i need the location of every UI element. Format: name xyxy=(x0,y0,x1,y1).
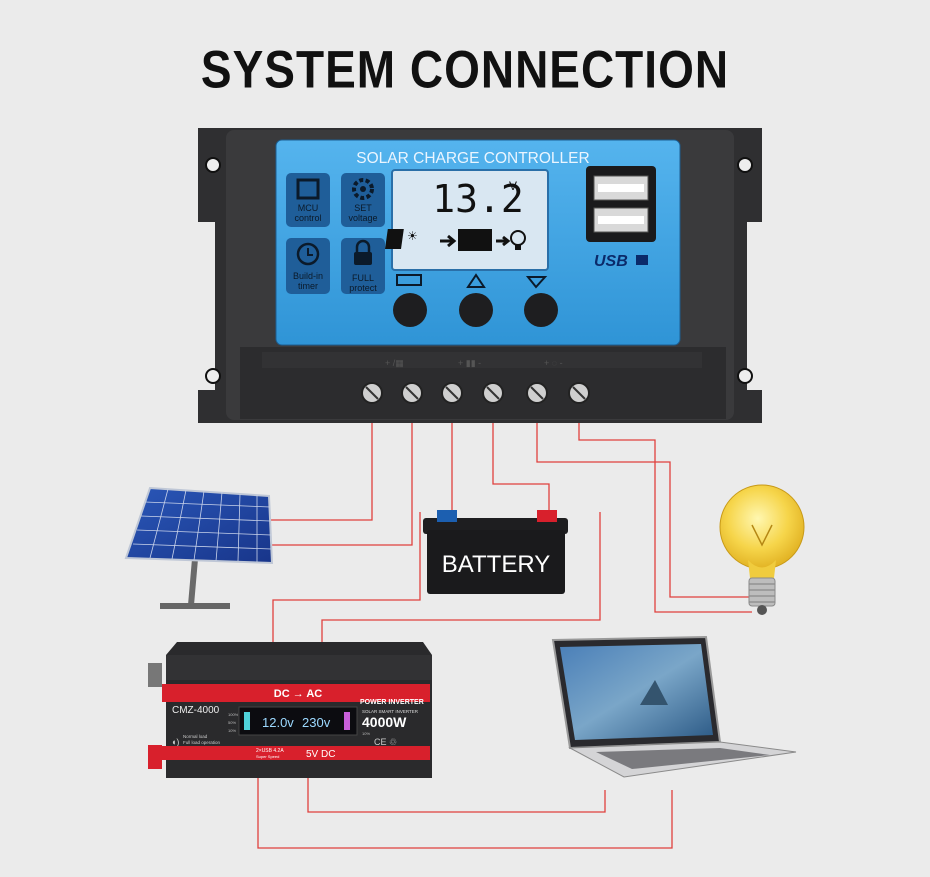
feature-icon-mcu: MCU control xyxy=(286,173,330,227)
solar-panel xyxy=(124,486,274,609)
svg-text:10%: 10% xyxy=(362,731,370,736)
usb-sub: Super Speed xyxy=(256,754,279,759)
mcu-chip-icon xyxy=(296,178,320,200)
battery-lcd-icon xyxy=(458,229,492,251)
wire-laptop-a xyxy=(307,770,606,813)
mount-hole xyxy=(205,157,221,173)
controller-lcd: 13.2 V ☀ xyxy=(385,169,549,271)
feature-icon-set-voltage: SET voltage xyxy=(341,173,385,227)
battery-terminal-negative xyxy=(437,510,457,522)
inverter-subtitle: SOLAR SMART INVERTER xyxy=(362,709,419,714)
clock-icon xyxy=(296,242,320,266)
svg-text:FULL: FULL xyxy=(352,273,374,283)
inverter-output: 5V DC xyxy=(306,749,335,760)
wire-solar-negative xyxy=(270,398,413,546)
lcd-unit: V xyxy=(509,179,517,193)
usb-plug-icon xyxy=(636,255,648,265)
inverter-model: CMZ-4000 xyxy=(172,705,220,716)
mount-hole xyxy=(737,368,753,384)
speaker-icon: ◖) xyxy=(171,737,179,747)
svg-text:+ ◌ -: + ◌ - xyxy=(544,358,563,368)
up-button[interactable] xyxy=(459,293,493,327)
svg-text:+ ▮▮ -: + ▮▮ - xyxy=(458,358,481,368)
svg-text:+ /▦: + /▦ xyxy=(385,358,404,368)
wire-battery-negative xyxy=(492,398,550,512)
svg-text:Build-in: Build-in xyxy=(293,271,323,281)
legend-normal: Normal load xyxy=(183,734,208,739)
lcd-voltage: 13.2 xyxy=(432,177,524,221)
wire-load-negative xyxy=(578,398,752,613)
wire-solar-positive xyxy=(270,398,373,521)
battery: BATTERY xyxy=(423,510,568,594)
usb-spec: 2×USB 4.2A xyxy=(256,748,284,754)
mount-hole xyxy=(205,368,221,384)
svg-text:10%: 10% xyxy=(228,728,236,733)
usb-port-block: USB xyxy=(586,166,656,270)
lock-icon xyxy=(355,239,371,252)
solar-panel-icon: ☀ xyxy=(385,229,418,249)
terminal-screws xyxy=(361,382,590,404)
svg-text:voltage: voltage xyxy=(348,213,377,223)
svg-text:100%: 100% xyxy=(228,712,239,717)
menu-icon xyxy=(396,274,422,286)
inverter-display-out: 230v xyxy=(302,715,331,730)
wire-load-positive xyxy=(536,398,752,598)
power-inverter: DC → AC CMZ-4000 POWER INVERTER SOLAR SM… xyxy=(148,642,432,778)
up-icon xyxy=(466,273,486,288)
legend-full: Full load operation xyxy=(183,740,221,745)
svg-text:timer: timer xyxy=(298,281,318,291)
inverter-display-in: 12.0v xyxy=(262,715,294,730)
svg-text:SET: SET xyxy=(354,203,372,213)
mount-hole xyxy=(737,157,753,173)
wire-inverter-negative xyxy=(321,512,601,645)
battery-terminal-positive xyxy=(537,510,557,522)
arrow-right-icon xyxy=(496,235,511,247)
battery-label: BATTERY xyxy=(442,551,550,578)
inverter-title: POWER INVERTER xyxy=(360,699,424,706)
svg-text:MCU: MCU xyxy=(298,203,319,213)
controller-title: SOLAR CHARGE CONTROLLER xyxy=(356,150,589,167)
usb-label: USB xyxy=(594,253,628,270)
wire-inverter-positive xyxy=(272,512,421,645)
controller-buttons xyxy=(393,273,558,327)
feature-icon-timer: Build-in timer xyxy=(286,238,330,294)
solar-charge-controller: SOLAR CHARGE CONTROLLER MCU control SET … xyxy=(198,128,762,423)
page-title: SYSTEM CONNECTION xyxy=(200,39,730,99)
menu-button[interactable] xyxy=(393,293,427,327)
terminal-block: + /▦ + ▮▮ - + ◌ - xyxy=(240,347,726,419)
svg-text:50%: 50% xyxy=(228,720,236,725)
inverter-mode: DC → AC xyxy=(274,688,323,700)
inverter-power: 4000W xyxy=(362,714,407,730)
svg-text:☀: ☀ xyxy=(407,229,418,243)
inverter-terminal xyxy=(148,745,162,769)
laptop-screen xyxy=(560,644,713,740)
light-bulb xyxy=(719,484,805,615)
arrow-right-icon xyxy=(440,234,457,248)
inverter-display xyxy=(238,706,358,736)
wire-laptop-b xyxy=(257,770,673,849)
down-button[interactable] xyxy=(524,293,558,327)
down-light-icon xyxy=(525,276,548,289)
laptop xyxy=(551,635,797,778)
wiring xyxy=(257,398,752,849)
svg-text:control: control xyxy=(294,213,321,223)
certification-icons: CE ♲ xyxy=(374,737,397,747)
inverter-terminal xyxy=(148,663,162,687)
gear-icon xyxy=(352,178,374,200)
feature-icon-protect: FULL protect xyxy=(341,238,385,294)
svg-text:protect: protect xyxy=(349,283,377,293)
